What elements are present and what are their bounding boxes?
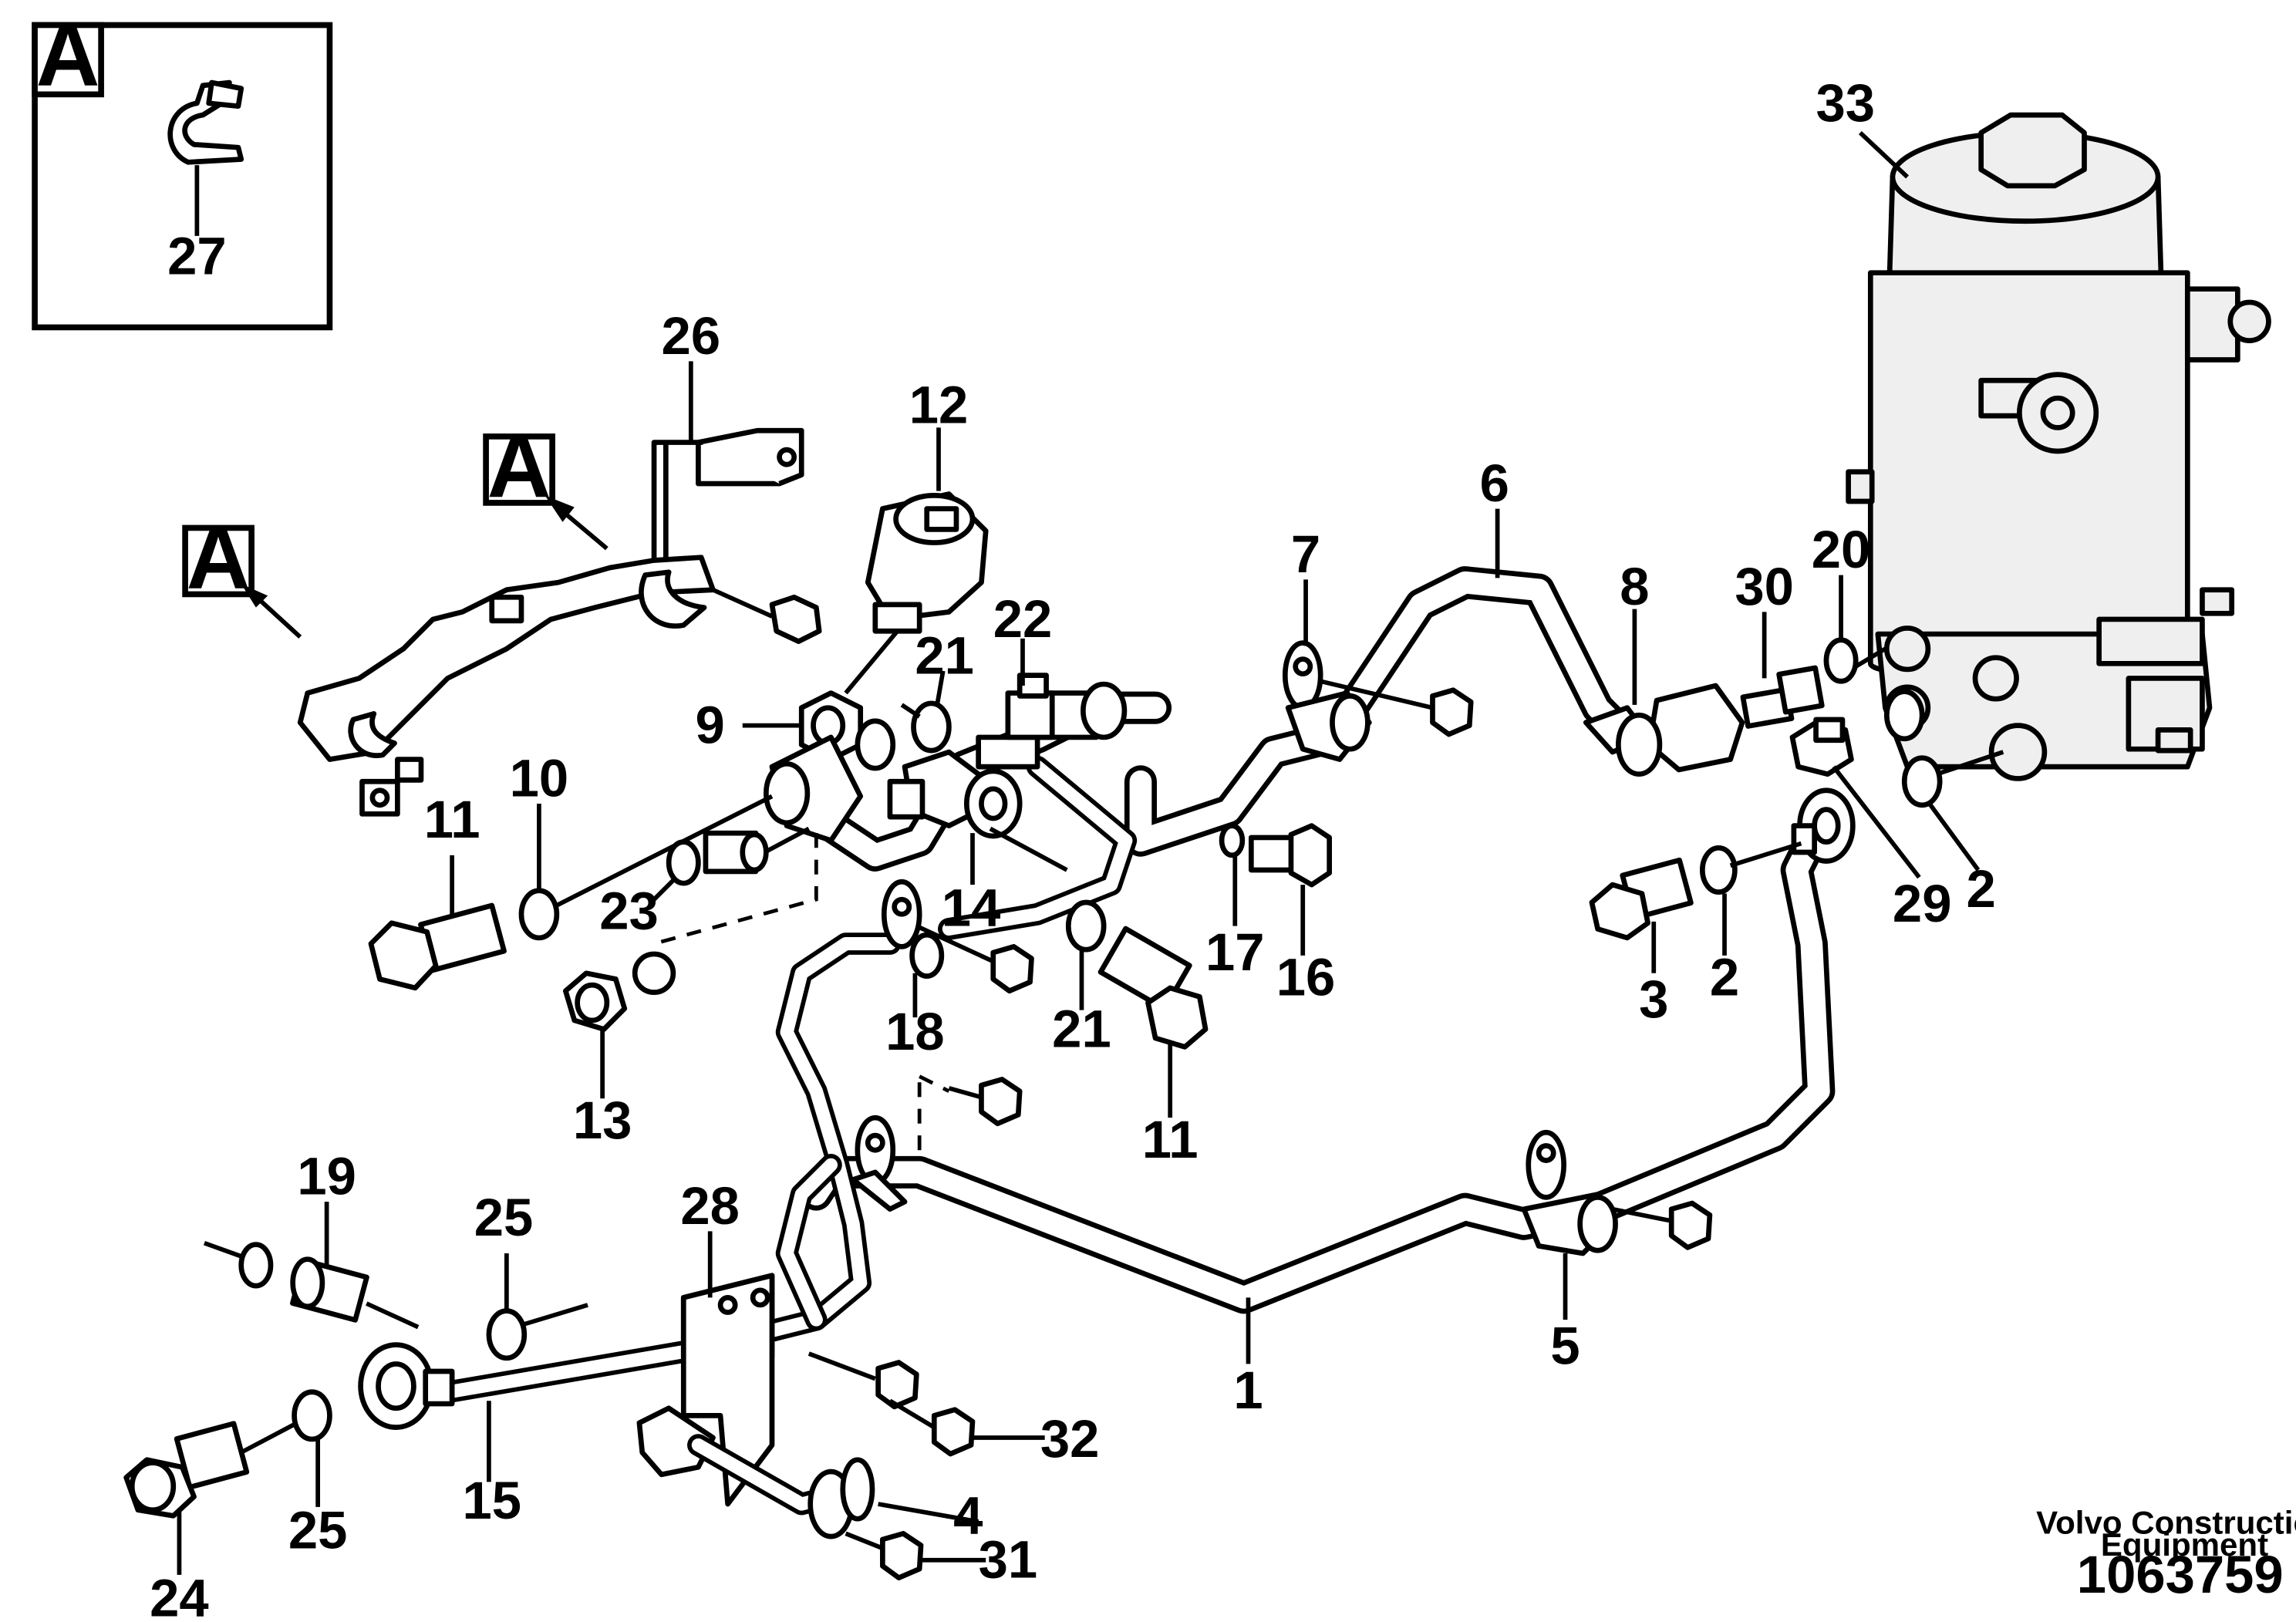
callout-1: 1 xyxy=(1233,1361,1263,1420)
banjo-bolt-24 xyxy=(123,1421,250,1519)
fuel-filter-33 xyxy=(1846,112,2271,781)
plug-29 xyxy=(1789,717,1854,777)
bolt-31 xyxy=(845,1530,924,1580)
connector-8-30 xyxy=(1583,637,1859,777)
callout-21a: 21 xyxy=(915,626,974,686)
detail-label-1: A xyxy=(187,509,251,608)
callout-14: 14 xyxy=(942,878,1001,938)
banjo-eye-15 xyxy=(358,1342,455,1430)
callout-16: 16 xyxy=(1276,947,1336,1007)
detail-inset-a: A 27 xyxy=(32,6,333,331)
callout-30: 30 xyxy=(1735,557,1794,616)
callout-18: 18 xyxy=(885,1002,945,1061)
banjo-bolt-11-lower xyxy=(1097,926,1209,1050)
callout-15: 15 xyxy=(462,1471,521,1530)
callout-24: 24 xyxy=(150,1568,209,1622)
valve-23 xyxy=(666,830,769,886)
callout-6: 6 xyxy=(1480,454,1509,513)
callout-5: 5 xyxy=(1550,1316,1580,1375)
bolt-clamp-5 xyxy=(1612,1200,1713,1250)
bracket-28 xyxy=(636,1273,875,1539)
callout-17: 17 xyxy=(1205,922,1265,982)
callout-12: 12 xyxy=(909,376,969,435)
callout-9: 9 xyxy=(696,696,725,755)
sensor-12 xyxy=(865,491,989,634)
callout-23: 23 xyxy=(599,881,659,940)
detail-marker-a-1: A xyxy=(182,509,302,639)
callout-8: 8 xyxy=(1620,557,1649,616)
clamp-5 xyxy=(1521,1129,1618,1256)
callout-3: 3 xyxy=(1639,969,1668,1029)
bolt-bracket xyxy=(712,588,822,644)
callout-11a: 11 xyxy=(424,790,480,849)
brand-line-1: Volvo Construction xyxy=(2036,1504,2296,1540)
callout-28: 28 xyxy=(680,1176,740,1236)
washer-21a xyxy=(911,700,952,754)
banjo-bolt-11-upper xyxy=(368,902,507,991)
callout-20: 20 xyxy=(1812,520,1871,579)
callout-26: 26 xyxy=(662,306,721,366)
washer-10 xyxy=(518,888,560,941)
nut-13 xyxy=(562,951,676,1032)
pipe-15 xyxy=(429,932,902,1405)
drawing-number: 1063759 xyxy=(2077,1545,2284,1604)
bolt-32 xyxy=(807,1351,976,1457)
washer-25a xyxy=(486,1308,528,1361)
fitting-14 xyxy=(763,681,1128,844)
brand-line-2: Equipment xyxy=(2101,1526,2268,1563)
callout-7: 7 xyxy=(1291,524,1320,584)
washer-2a xyxy=(1901,755,1943,808)
callout-25b: 25 xyxy=(288,1500,348,1560)
callout-11b: 11 xyxy=(1142,1110,1199,1169)
callout-21b: 21 xyxy=(1052,999,1111,1058)
bolt-clamp-7 xyxy=(1320,679,1474,737)
callout-2a: 2 xyxy=(1967,859,1996,919)
callout-10: 10 xyxy=(510,748,569,808)
banjo-bolt-3 xyxy=(1589,857,1694,941)
clamp-18 xyxy=(881,878,945,979)
washer-21b xyxy=(1065,899,1107,953)
callout-2b: 2 xyxy=(1710,947,1739,1007)
banjo-pipe-1-right xyxy=(1791,787,1856,864)
callout-27: 27 xyxy=(167,227,227,286)
washer-25b xyxy=(292,1389,332,1442)
bolt-clamp-left xyxy=(948,1077,1023,1127)
callout-25a: 25 xyxy=(474,1188,534,1247)
callout-31: 31 xyxy=(979,1530,1038,1590)
callout-13: 13 xyxy=(573,1091,632,1150)
callout-4: 4 xyxy=(953,1485,983,1545)
bolt-clamp-18 xyxy=(915,924,1034,994)
callout-22: 22 xyxy=(993,589,1053,649)
washer-29 xyxy=(1883,689,1925,742)
callout-19: 19 xyxy=(297,1147,356,1206)
washer-17 xyxy=(1219,823,1246,858)
clamp-pipe-1-left xyxy=(850,1114,908,1212)
clip-part-27 xyxy=(167,79,244,165)
detail-label-inset: A xyxy=(36,6,100,105)
callout-33: 33 xyxy=(1816,73,1876,133)
pipe-6 xyxy=(1124,566,1644,857)
clamp-7 xyxy=(1282,640,1372,762)
detail-label-2: A xyxy=(487,417,551,516)
callout-29: 29 xyxy=(1893,874,1952,933)
bolt-16 xyxy=(1248,823,1332,888)
washer-2b xyxy=(1699,845,1738,895)
callout-32: 32 xyxy=(1040,1409,1100,1469)
bracket-26 xyxy=(297,427,804,817)
detail-marker-a-2: A xyxy=(483,417,609,551)
adapter-19 xyxy=(238,1242,369,1323)
fitting-22 xyxy=(1005,673,1055,740)
